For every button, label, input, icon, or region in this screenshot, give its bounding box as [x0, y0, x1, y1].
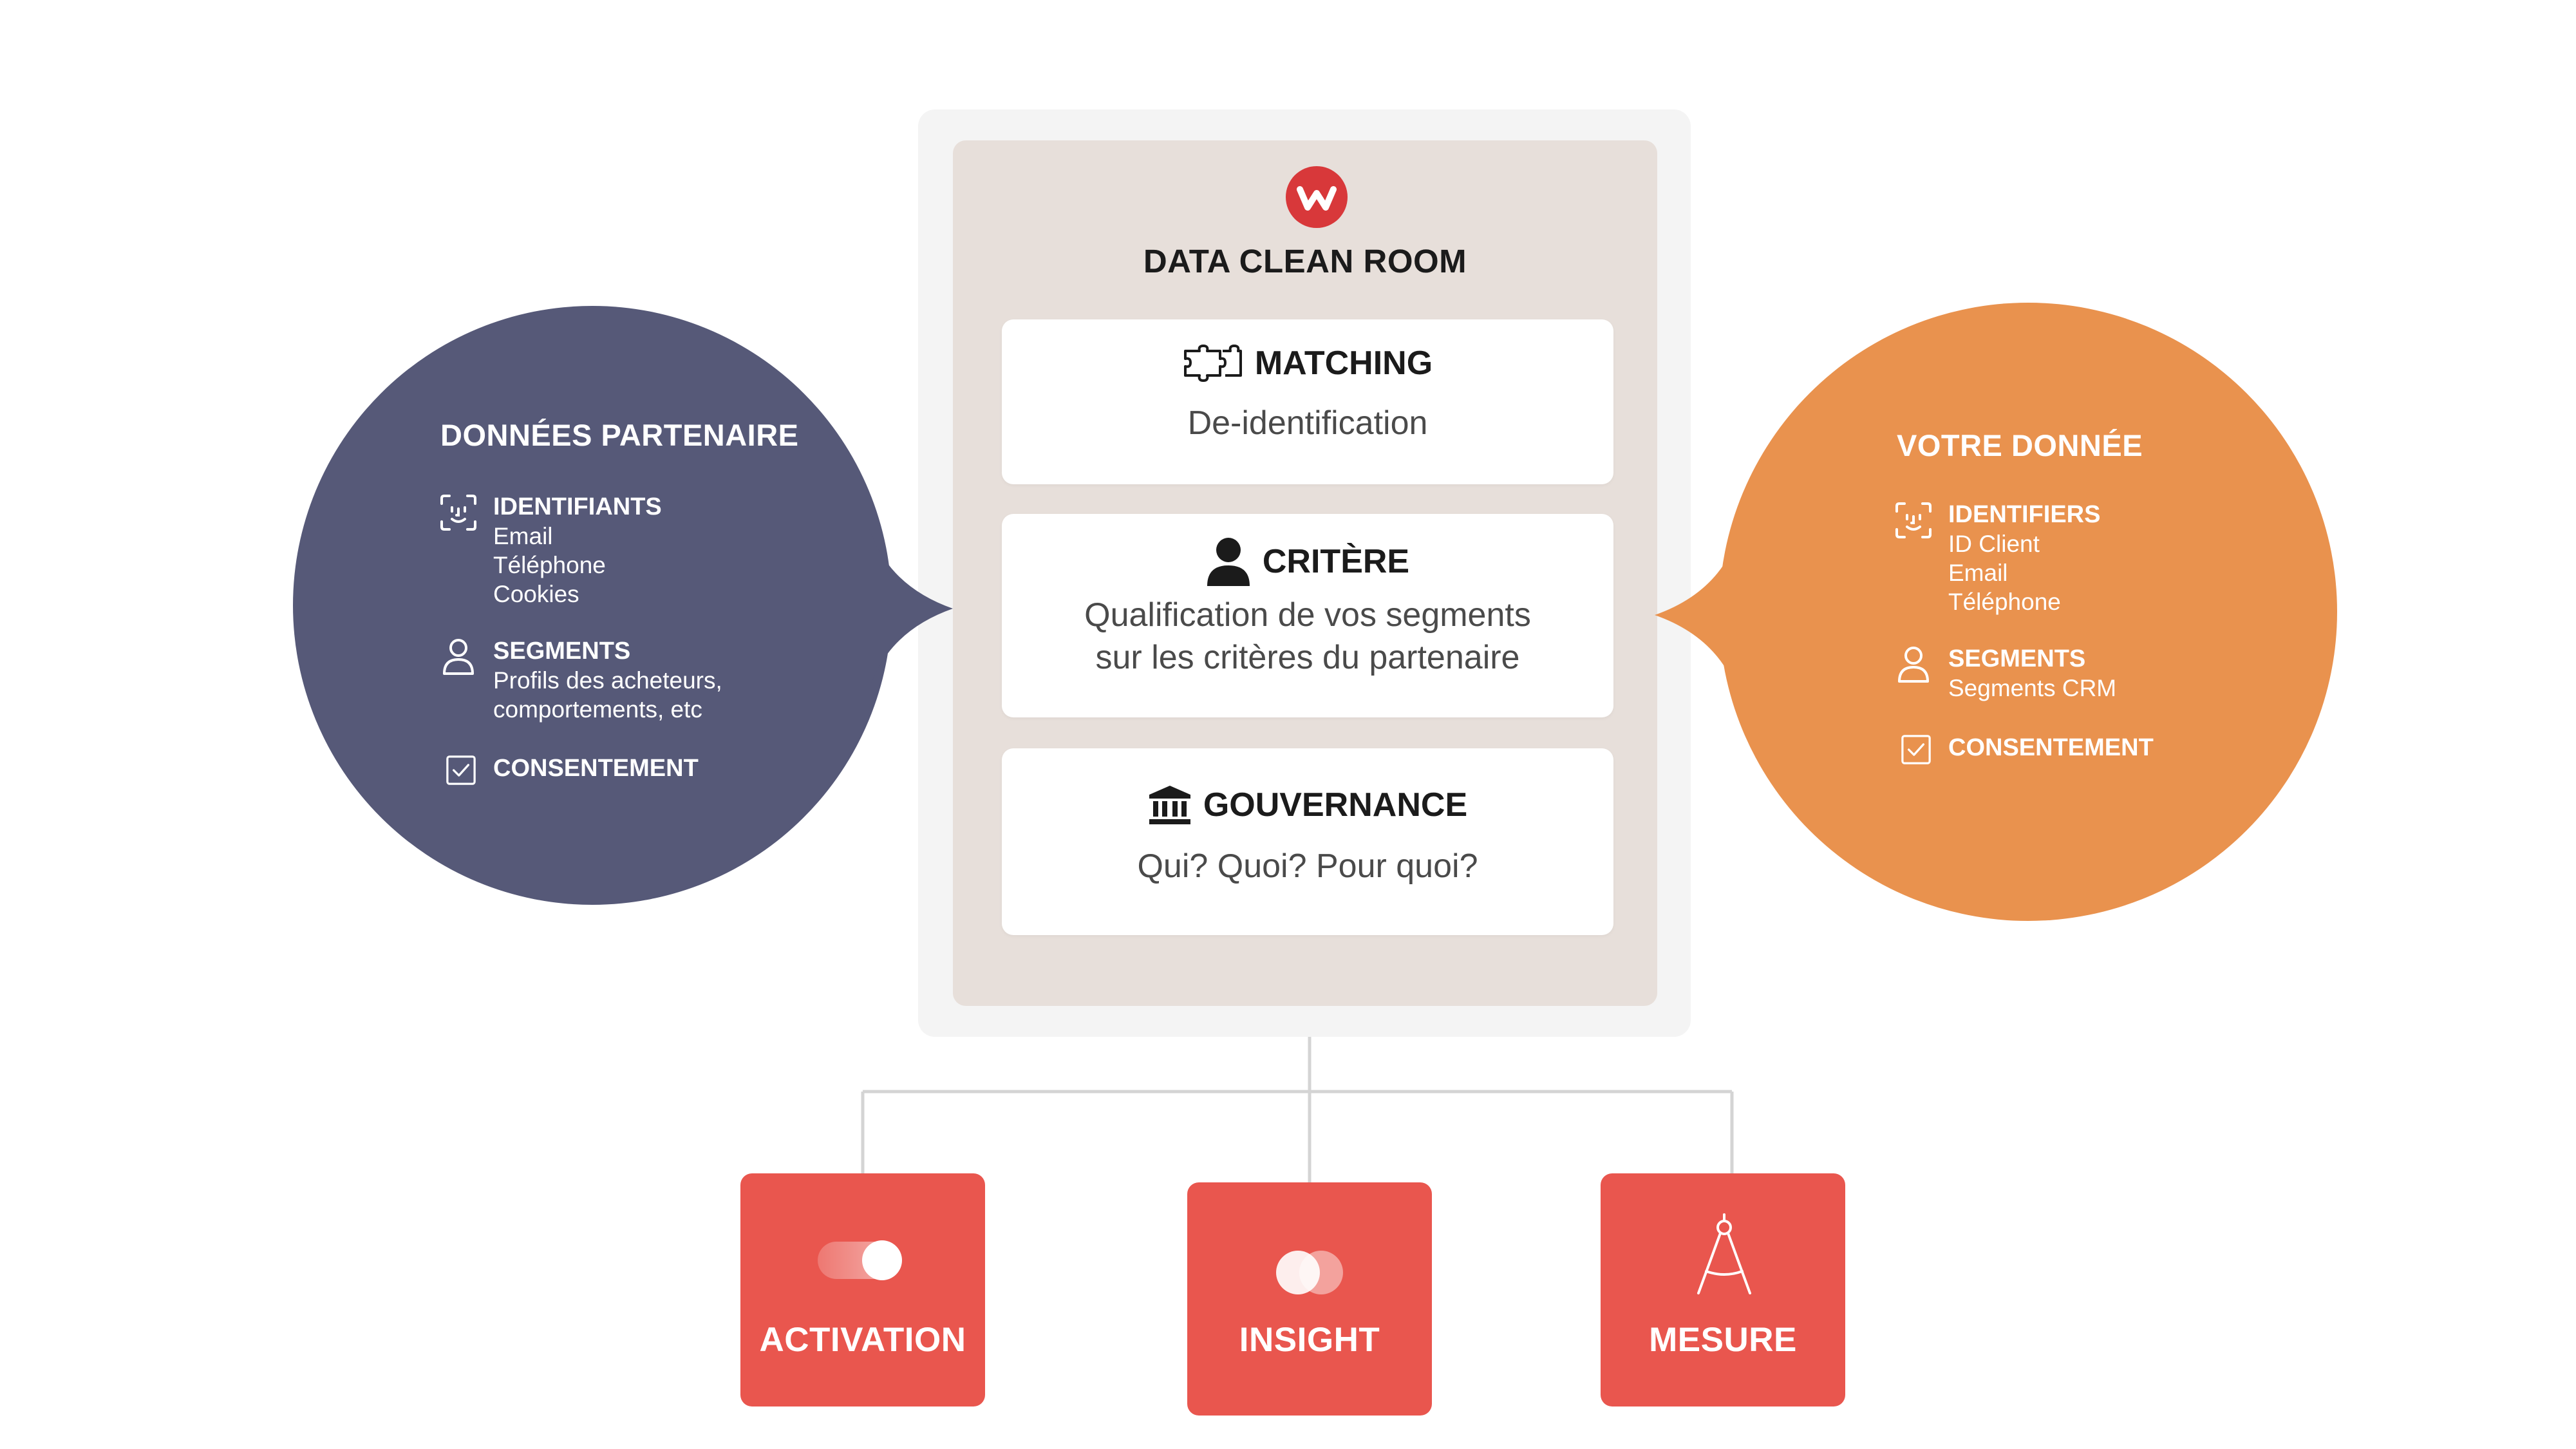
your-data-title: VOTRE DONNÉE [1897, 428, 2143, 462]
your-identifier-item: ID Client [1948, 531, 2040, 557]
critere-title: CRITÈRE [1262, 543, 1410, 580]
partner-identifiers-label: IDENTIFIANTS [493, 493, 662, 520]
mesure-tile: MESURE [1601, 1173, 1845, 1406]
your-consent-label: CONSENTEMENT [1948, 734, 2154, 761]
your-identifier-item: Email [1948, 560, 2008, 586]
partner-identifier-item: Téléphone [493, 552, 606, 578]
checkbox-icon [1901, 735, 1931, 764]
person-outline-icon [443, 639, 474, 675]
mesure-label: MESURE [1649, 1321, 1797, 1359]
activation-label: ACTIVATION [759, 1321, 966, 1359]
matching-card: MATCHING De-identification [1002, 319, 1613, 484]
logo-w-icon [1297, 186, 1337, 211]
partner-identifier-item: Cookies [493, 581, 579, 607]
partner-segments-label: SEGMENTS [493, 638, 631, 665]
toggle-icon [818, 1240, 902, 1280]
gouvernance-body: Qui? Quoi? Pour quoi? [1137, 848, 1478, 885]
room-title: DATA CLEAN ROOM [1143, 243, 1467, 279]
insight-label: INSIGHT [1239, 1321, 1380, 1359]
partner-title: DONNÉES PARTENAIRE [440, 418, 799, 452]
insight-tile: INSIGHT [1187, 1182, 1432, 1416]
critere-card: CRITÈRE Qualification de vos segments su… [1002, 514, 1613, 717]
your-data-bubble [1655, 303, 2337, 921]
gouvernance-card: GOUVERNANCE Qui? Quoi? Pour quoi? [1002, 748, 1613, 935]
institution-icon [1149, 786, 1190, 824]
face-id-icon [440, 495, 476, 531]
overlap-circles-icon [1276, 1251, 1343, 1294]
matching-body: De-identification [1187, 404, 1428, 442]
critere-body-line-2: sur les critères du partenaire [1095, 639, 1520, 676]
user-icon [1207, 538, 1250, 586]
partner-bubble [293, 306, 953, 905]
matching-title: MATCHING [1254, 345, 1433, 382]
partner-segment-item: Profils des acheteurs, [493, 667, 722, 694]
your-identifier-item: Téléphone [1948, 589, 2061, 615]
checkbox-icon [446, 755, 476, 785]
gouvernance-title: GOUVERNANCE [1203, 786, 1468, 824]
person-outline-icon [1898, 647, 1929, 683]
your-identifiers-label: IDENTIFIERS [1948, 501, 2101, 528]
puzzle-icon [1183, 345, 1242, 382]
partner-consent-label: CONSENTEMENT [493, 755, 699, 782]
activation-tile: ACTIVATION [740, 1173, 985, 1406]
partner-identifier-item: Email [493, 523, 553, 549]
compass-icon [1697, 1213, 1751, 1294]
your-segments-label: SEGMENTS [1948, 645, 2086, 672]
partner-segment-item: comportements, etc [493, 696, 702, 723]
your-segment-item: Segments CRM [1948, 675, 2117, 701]
critere-body-line-1: Qualification de vos segments [1084, 596, 1531, 634]
face-id-icon [1895, 502, 1932, 538]
brand-logo [1286, 166, 1348, 228]
